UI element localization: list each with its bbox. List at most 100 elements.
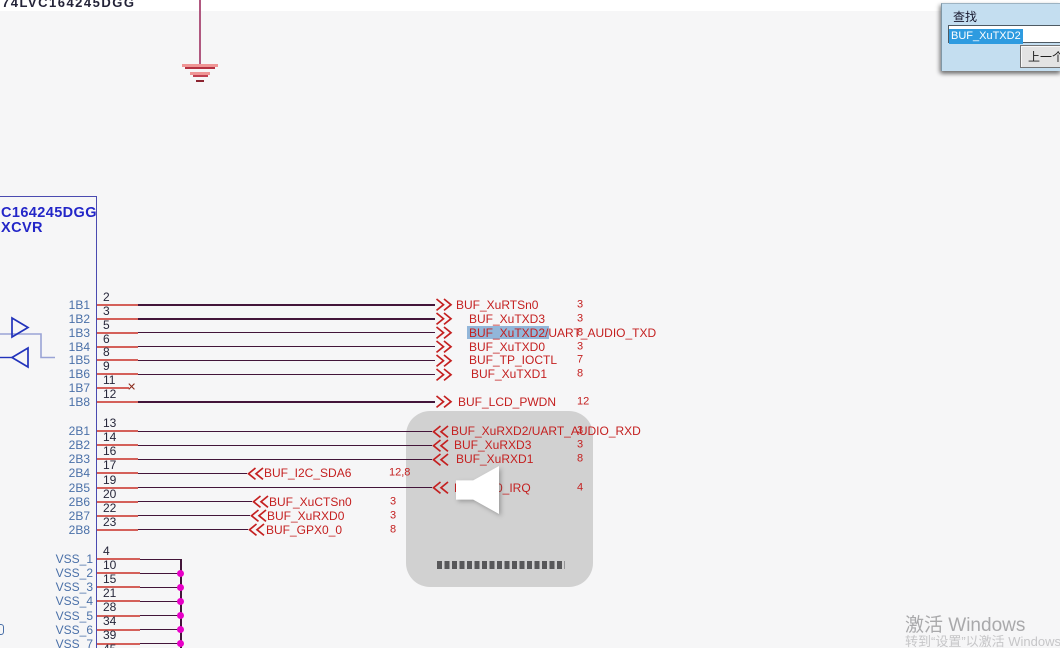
net-name[interactable]: BUF_XuRXD2/UART_AUDIO_RXD: [451, 424, 641, 439]
pin-label: VSS_3: [55, 580, 93, 595]
pin-stub: [97, 345, 138, 348]
net-name[interactable]: BUF_XuTXD1: [471, 367, 548, 382]
junction-dot: [177, 597, 184, 605]
pin-stub: [97, 572, 140, 575]
pin-stub: [97, 317, 138, 320]
junction-dot: [177, 569, 184, 577]
sheet-ref: 12: [577, 395, 590, 408]
sheet-ref: 3: [390, 509, 397, 522]
pin-label: VSS_6: [55, 622, 93, 637]
pin-stub: [97, 304, 138, 306]
pin-number: 10: [103, 557, 117, 572]
net-wire: [138, 345, 435, 348]
net-name[interactable]: BUF_GPX0_0: [266, 522, 343, 537]
pin-stub: [97, 600, 140, 603]
find-previous-button[interactable]: 上一个: [1020, 45, 1060, 68]
no-connect-x: ✕: [127, 381, 137, 394]
pin-stub: [97, 486, 138, 489]
net-name[interactable]: BUF_XuRXD3: [454, 438, 532, 453]
net-wire: [140, 642, 181, 645]
pin-stub: [97, 387, 129, 390]
pin-label: 2B2: [68, 438, 90, 453]
pin-stub: [97, 444, 138, 447]
net-name[interactable]: BUF_LCD_PWDN: [458, 395, 557, 410]
pin-number: 16: [103, 444, 117, 459]
chevron-left-icon: [247, 467, 265, 481]
pin-stub: [97, 614, 140, 617]
net-name[interactable]: BUF_XuRTSn0: [456, 298, 539, 312]
net-wire: [138, 304, 435, 306]
net-name[interactable]: BUF_XuRXD1: [456, 452, 534, 467]
pin-stub: [97, 458, 138, 461]
pin-label: 2B5: [68, 480, 90, 495]
pin-number: 17: [103, 458, 117, 473]
pin-number: 45: [103, 643, 116, 648]
net-wire: [140, 586, 181, 589]
net-wire: [140, 558, 181, 561]
find-input-selected-text: BUF_XuTXD2: [949, 29, 1023, 44]
net-name[interactable]: BUF_XuTXD2/UART_AUDIO_TXD: [469, 325, 657, 340]
clipped-part-number: 74LVC164245DGG: [2, 0, 136, 10]
chevron-right-icon: [435, 326, 453, 340]
pin-label: 2B1: [68, 424, 90, 439]
pin-stub: [97, 430, 138, 433]
pin-label: 1B1: [68, 298, 90, 312]
sheet-ref: 12,8: [389, 466, 411, 479]
ground-icon: [182, 63, 218, 67]
pin-label: 2B7: [68, 508, 90, 523]
ground-icon: [190, 71, 210, 75]
chip-body-right-edge: [95, 195, 97, 648]
pin-number: 9: [103, 359, 110, 374]
pin-stub: [97, 500, 138, 503]
junction-dot: [177, 640, 184, 648]
pin-number: 3: [103, 303, 110, 318]
pin-number: 6: [103, 331, 110, 346]
pin-number: 21: [103, 585, 117, 600]
ground-icon: [185, 67, 215, 69]
net-name[interactable]: 0_IRQ: [496, 480, 531, 495]
pin-label: 1B2: [68, 311, 90, 326]
sheet-ref: 8: [390, 523, 397, 536]
pin-stub: [97, 331, 138, 334]
pin-stub: [97, 514, 138, 517]
pin-label: 1B8: [68, 395, 90, 410]
sheet-ref: 3: [577, 312, 584, 325]
junction-dot: [177, 626, 184, 634]
net-name[interactable]: BUF_XuTXD3: [469, 311, 546, 326]
sheet-ref: 8: [577, 452, 584, 465]
top-white-band: [0, 0, 1060, 11]
sheet-ref: 3: [577, 438, 584, 451]
net-name[interactable]: BUF_TP_IOCTL: [469, 353, 558, 368]
net-name[interactable]: BUF_XuCTSn0: [269, 494, 352, 509]
net-name[interactable]: BUF_XuTXD0: [469, 339, 546, 354]
net-wire: [140, 600, 181, 603]
pin-stub: [97, 528, 138, 531]
net-wire: [138, 458, 432, 461]
pin-label: 2B4: [68, 466, 90, 481]
pin-stub: [97, 401, 138, 404]
clipped-character-fragment: [0, 624, 4, 635]
find-dialog-title: 查找: [953, 10, 978, 24]
net-wire: [138, 359, 435, 362]
find-input[interactable]: BUF_XuTXD2: [948, 25, 1060, 44]
chevron-right-icon: [435, 354, 453, 368]
net-wire: [138, 472, 247, 475]
activation-subtitle: 转到“设置”以激活 Windows: [905, 634, 1060, 648]
chevron-left-icon: [250, 509, 268, 523]
pin-number: 22: [103, 500, 117, 515]
pin-number: 34: [103, 614, 117, 629]
net-name[interactable]: BUF_I2C_SDA6: [264, 466, 352, 481]
search-match-highlight: [467, 326, 549, 340]
pin-stub: [97, 628, 140, 631]
net-wire: [140, 614, 181, 617]
net-name[interactable]: BUF_XuRXD0: [267, 508, 345, 523]
ground-net-wire: [199, 0, 201, 64]
net-wire: [138, 444, 432, 447]
pin-label: 2B3: [68, 452, 90, 467]
net-wire: [138, 430, 432, 433]
chip-function-label: XCVR: [1, 220, 43, 236]
pin-label: 2B8: [68, 522, 90, 537]
volume-osd-overlay: [406, 411, 593, 587]
pin-number: 12: [103, 387, 117, 402]
net-wire: [138, 528, 248, 531]
